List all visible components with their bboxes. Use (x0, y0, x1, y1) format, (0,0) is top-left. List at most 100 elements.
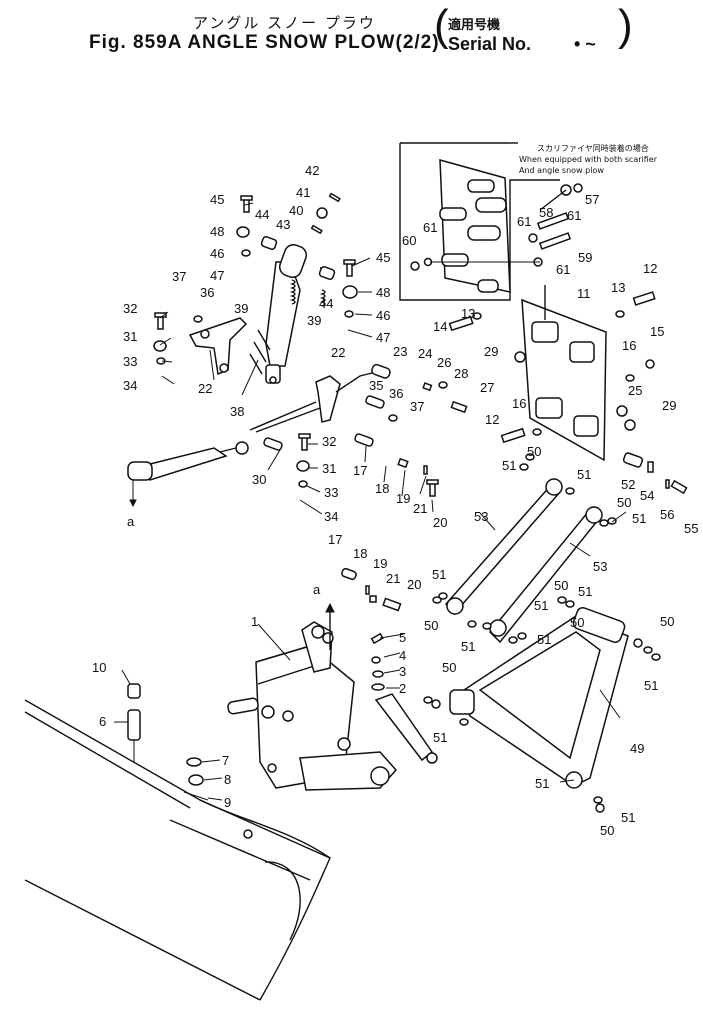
callout-46: 46 (210, 246, 224, 261)
callout-37: 37 (172, 269, 186, 284)
callout-61: 61 (423, 220, 437, 235)
callout-8: 8 (224, 772, 231, 787)
callout-a: a (127, 514, 135, 529)
callout-53: 53 (593, 559, 607, 574)
callout-7: 7 (222, 753, 229, 768)
serial-japanese: 適用号機 (448, 18, 501, 33)
small-cylinder (370, 632, 438, 764)
callout-51: 51 (433, 730, 447, 745)
callout-18: 18 (353, 546, 367, 561)
callout-21: 21 (413, 501, 427, 516)
title-japanese: アングル スノー プラウ (193, 14, 376, 32)
callout-45: 45 (376, 250, 390, 265)
callout-23: 23 (393, 344, 407, 359)
callout-6: 6 (99, 714, 106, 729)
hydraulic-cylinder-38 (249, 243, 308, 384)
callout-4: 4 (399, 648, 406, 663)
inset-box (399, 142, 583, 301)
callout-51: 51 (632, 511, 646, 526)
callout-33: 33 (123, 354, 137, 369)
callout-49: 49 (630, 741, 644, 756)
callout-14: 14 (433, 319, 447, 334)
callout-31: 31 (123, 329, 137, 344)
callout-47: 47 (376, 330, 390, 345)
callout-50: 50 (617, 495, 631, 510)
callout-17: 17 (328, 532, 342, 547)
callout-43: 43 (276, 217, 290, 232)
upper-link-bracket-22 (249, 363, 391, 433)
callout-51: 51 (461, 639, 475, 654)
callout-32: 32 (123, 301, 137, 316)
callout-51: 51 (578, 584, 592, 599)
lift-cylinder-30 (127, 441, 249, 508)
callout-51: 51 (537, 632, 551, 647)
callout-54: 54 (640, 488, 654, 503)
callout-51: 51 (644, 678, 658, 693)
serial-range: • ~ (574, 34, 596, 54)
callout-20: 20 (433, 515, 447, 530)
callout-32: 32 (322, 434, 336, 449)
callout-12: 12 (485, 412, 499, 427)
callout-a: a (313, 582, 321, 597)
callout-12: 12 (643, 261, 657, 276)
callout-16: 16 (622, 338, 636, 353)
callout-59: 59 (578, 250, 592, 265)
plow-blade (24, 683, 331, 1001)
callout-50: 50 (442, 660, 456, 675)
callout-15: 15 (650, 324, 664, 339)
callout-39: 39 (234, 301, 248, 316)
callout-34: 34 (324, 509, 338, 524)
callout-39: 39 (307, 313, 321, 328)
callout-19: 19 (373, 556, 387, 571)
callout-13: 13 (461, 306, 475, 321)
callout-21: 21 (386, 571, 400, 586)
callout-46: 46 (376, 308, 390, 323)
callout-52: 52 (621, 477, 635, 492)
callout-50: 50 (554, 578, 568, 593)
callout-50: 50 (527, 444, 541, 459)
callout-50: 50 (424, 618, 438, 633)
callout-48: 48 (376, 285, 390, 300)
callout-44: 44 (255, 207, 269, 222)
inset-note-line1: When equipped with both scarifier (519, 155, 657, 164)
callout-11: 11 (577, 286, 591, 301)
callout-47: 47 (210, 268, 224, 283)
callout-57: 57 (585, 192, 599, 207)
serial-label: Serial No. (448, 34, 532, 54)
callout-61: 61 (556, 262, 570, 277)
callout-51: 51 (502, 458, 516, 473)
callout-55: 55 (684, 521, 698, 536)
a-frame-49 (423, 607, 661, 813)
leader-lines (114, 202, 627, 801)
callout-1: 1 (251, 614, 258, 629)
callout-38: 38 (230, 404, 244, 419)
main-frame-1 (227, 602, 398, 791)
callout-28: 28 (454, 366, 468, 381)
callout-50: 50 (660, 614, 674, 629)
callout-53: 53 (474, 509, 488, 524)
callout-2: 2 (399, 681, 406, 696)
callout-34: 34 (123, 378, 137, 393)
callout-17: 17 (353, 463, 367, 478)
mounting-plate-11 (448, 285, 656, 462)
callout-20: 20 (407, 577, 421, 592)
callout-labels: 42 41 40 45 44 43 48 46 47 37 36 32 31 3… (92, 163, 698, 838)
callout-9: 9 (224, 795, 231, 810)
serial-close-paren: ) (618, 1, 633, 50)
callout-51: 51 (577, 467, 591, 482)
pin-group-52-56 (622, 452, 688, 495)
callout-24: 24 (418, 346, 432, 361)
callout-5: 5 (399, 630, 406, 645)
callout-58: 58 (539, 205, 553, 220)
callout-51: 51 (534, 598, 548, 613)
pins-and-bolts (153, 192, 468, 612)
callout-36: 36 (389, 386, 403, 401)
serial-open-paren: ( (434, 1, 449, 50)
callout-10: 10 (92, 660, 106, 675)
callout-16: 16 (512, 396, 526, 411)
callout-51: 51 (432, 567, 446, 582)
callout-27: 27 (480, 380, 494, 395)
callout-30: 30 (252, 472, 266, 487)
diagonal-links-53 (432, 453, 617, 644)
